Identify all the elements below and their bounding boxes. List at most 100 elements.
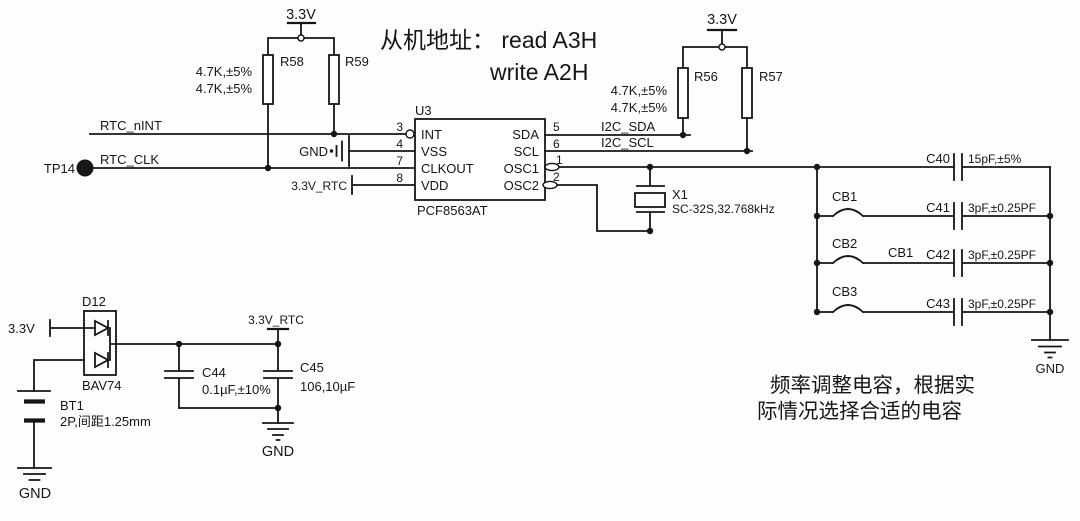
value-c40: 15pF,±5% xyxy=(968,152,1022,166)
refdes-c43: C43 xyxy=(926,296,950,311)
gnd-symbol-right: GND xyxy=(1031,339,1069,376)
pin-name-scl: SCL xyxy=(514,144,539,159)
value-c43: 3pF,±0.25PF xyxy=(968,297,1036,311)
gnd-symbol-vss: GND xyxy=(299,135,416,167)
resistor-r57-body xyxy=(741,67,753,119)
gnd-symbol-battery: GND xyxy=(17,467,52,502)
net-label-i2c-scl: I2C_SCL xyxy=(601,135,654,150)
refdes-r59: R59 xyxy=(345,54,369,69)
cap-c44 xyxy=(164,343,194,409)
junction-ring xyxy=(297,34,305,42)
chip-body xyxy=(414,118,546,201)
pin-number: 4 xyxy=(396,137,403,151)
refdes-c40: C40 xyxy=(926,151,950,166)
jumper-label-cb2: CB2 xyxy=(832,236,857,251)
refdes-r56: R56 xyxy=(694,69,718,84)
pin-number: 8 xyxy=(396,171,403,185)
testpoint-tp14 xyxy=(76,159,94,177)
value-c44: 0.1µF,±10% xyxy=(202,382,271,397)
value-bt1: 2P,间距1.25mm xyxy=(60,414,151,429)
pullup-cluster-right: 3.3V R56 R57 4.7K,±5% 4.7K,±5% xyxy=(611,12,783,155)
wire-oval-marker xyxy=(544,162,560,172)
diode-bottom xyxy=(94,351,110,369)
backup-power-section: 3.3V D12 BAV74 BT1 2P,间距1.25mm GND C44 0… xyxy=(8,294,355,502)
crystal-x1-body xyxy=(634,192,666,208)
net-label-3v3: 3.3V xyxy=(707,12,737,28)
resistor-r58-body xyxy=(262,54,274,105)
resistor-r59-body xyxy=(328,54,340,105)
pin-name-vss: VSS xyxy=(421,144,447,159)
value-r57: 4.7K,±5% xyxy=(611,100,668,115)
testpoint-label: TP14 xyxy=(44,161,75,176)
net-label-rtc-nint: RTC_nINT xyxy=(100,118,162,133)
refdes-c41: C41 xyxy=(926,200,950,215)
junction-dot xyxy=(264,164,272,172)
oscillator-section: X1 SC-32S,32.768kHz xyxy=(542,162,955,235)
net-rtc-nint: RTC_nINT xyxy=(89,118,407,135)
part-u3: PCF8563AT xyxy=(417,203,488,218)
resistor-r56-body xyxy=(677,67,689,119)
annotations: 从机地址： read A3H write A2H 频率调整电容，根据实 际情况选… xyxy=(380,27,975,423)
pin-number: 6 xyxy=(553,137,560,151)
pin-name-sda: SDA xyxy=(512,127,539,142)
value-r59: 4.7K,±5% xyxy=(196,81,253,96)
pin-number: 1 xyxy=(556,153,563,167)
net-label-gnd-vss: GND xyxy=(299,144,328,159)
cap-c45 xyxy=(263,343,293,409)
net-label-i2c-sda: I2C_SDA xyxy=(601,119,656,134)
note-slave-address-line2: write A2H xyxy=(489,59,588,85)
net-label-v33rtc-c45: 3.3V_RTC xyxy=(248,313,304,327)
net-rtc-clk: RTC_CLK TP14 xyxy=(44,152,416,177)
net-label-v33rtc-pin8: 3.3V_RTC xyxy=(291,179,347,193)
osc2-wire xyxy=(544,184,651,232)
pin-number: 3 xyxy=(396,120,403,134)
pin-name-clkout: CLKOUT xyxy=(421,161,474,176)
value-x1: SC-32S,32.768kHz xyxy=(672,202,775,216)
jumper-label-cb3: CB3 xyxy=(832,284,857,299)
refdes-c44: C44 xyxy=(202,365,226,380)
jumper-label-cb1: CB1 xyxy=(832,189,857,204)
value-r56: 4.7K,±5% xyxy=(611,83,668,98)
cap-bank: C40 15pF,±5% CB1 C41 3pF,±0.25PF CB2 CB1… xyxy=(813,151,1069,376)
value-r58: 4.7K,±5% xyxy=(196,64,253,79)
diode-d12-box xyxy=(83,310,117,376)
note-freq-line1: 频率调整电容，根据实 xyxy=(770,374,975,397)
net-label-3v3-d12: 3.3V xyxy=(8,321,35,336)
refdes-r58: R58 xyxy=(280,54,304,69)
pin-name-osc2: OSC2 xyxy=(504,178,539,193)
note-slave-address-line1: 从机地址： read A3H xyxy=(380,27,597,53)
net-i2c-sda: I2C_SDA xyxy=(544,119,691,136)
refdes-bt1: BT1 xyxy=(60,398,84,413)
stray-net-label-cb1: CB1 xyxy=(888,245,913,260)
refdes-r57: R57 xyxy=(759,69,783,84)
net-label-gnd-right: GND xyxy=(1036,361,1065,376)
net-label-gnd-battery: GND xyxy=(19,486,51,502)
inverter-bubble-int xyxy=(405,129,415,139)
gnd-symbol-c45: GND xyxy=(262,422,294,460)
pin-name-osc1: OSC1 xyxy=(504,161,539,176)
value-c42: 3pF,±0.25PF xyxy=(968,248,1036,262)
value-c41: 3pF,±0.25PF xyxy=(968,201,1036,215)
refdes-c45: C45 xyxy=(300,360,324,375)
pin-number: 2 xyxy=(553,170,560,184)
junction-ring xyxy=(718,43,726,51)
refdes-c42: C42 xyxy=(926,247,950,262)
junction-dot xyxy=(330,130,338,138)
refdes-d12: D12 xyxy=(82,294,106,309)
net-label-rtc-clk: RTC_CLK xyxy=(100,152,159,167)
power-port-v33rtc-c45: 3.3V_RTC xyxy=(248,313,304,345)
note-freq-line2: 际情况选择合适的电容 xyxy=(757,400,962,423)
value-c45: 106,10µF xyxy=(300,379,355,394)
power-port-v33rtc-pin8: 3.3V_RTC xyxy=(291,175,416,195)
net-i2c-scl: I2C_SCL xyxy=(544,135,753,152)
pullup-cluster-left: 3.3V R58 R59 4.7K,±5% 4.7K,±5% xyxy=(196,7,369,169)
refdes-x1: X1 xyxy=(672,187,688,202)
pin-name-int: INT xyxy=(421,127,442,142)
pin-number: 7 xyxy=(396,154,403,168)
diode-top xyxy=(94,319,110,337)
wire-oval-marker xyxy=(542,180,558,190)
refdes-u3: U3 xyxy=(415,103,432,118)
part-d12: BAV74 xyxy=(82,378,122,393)
